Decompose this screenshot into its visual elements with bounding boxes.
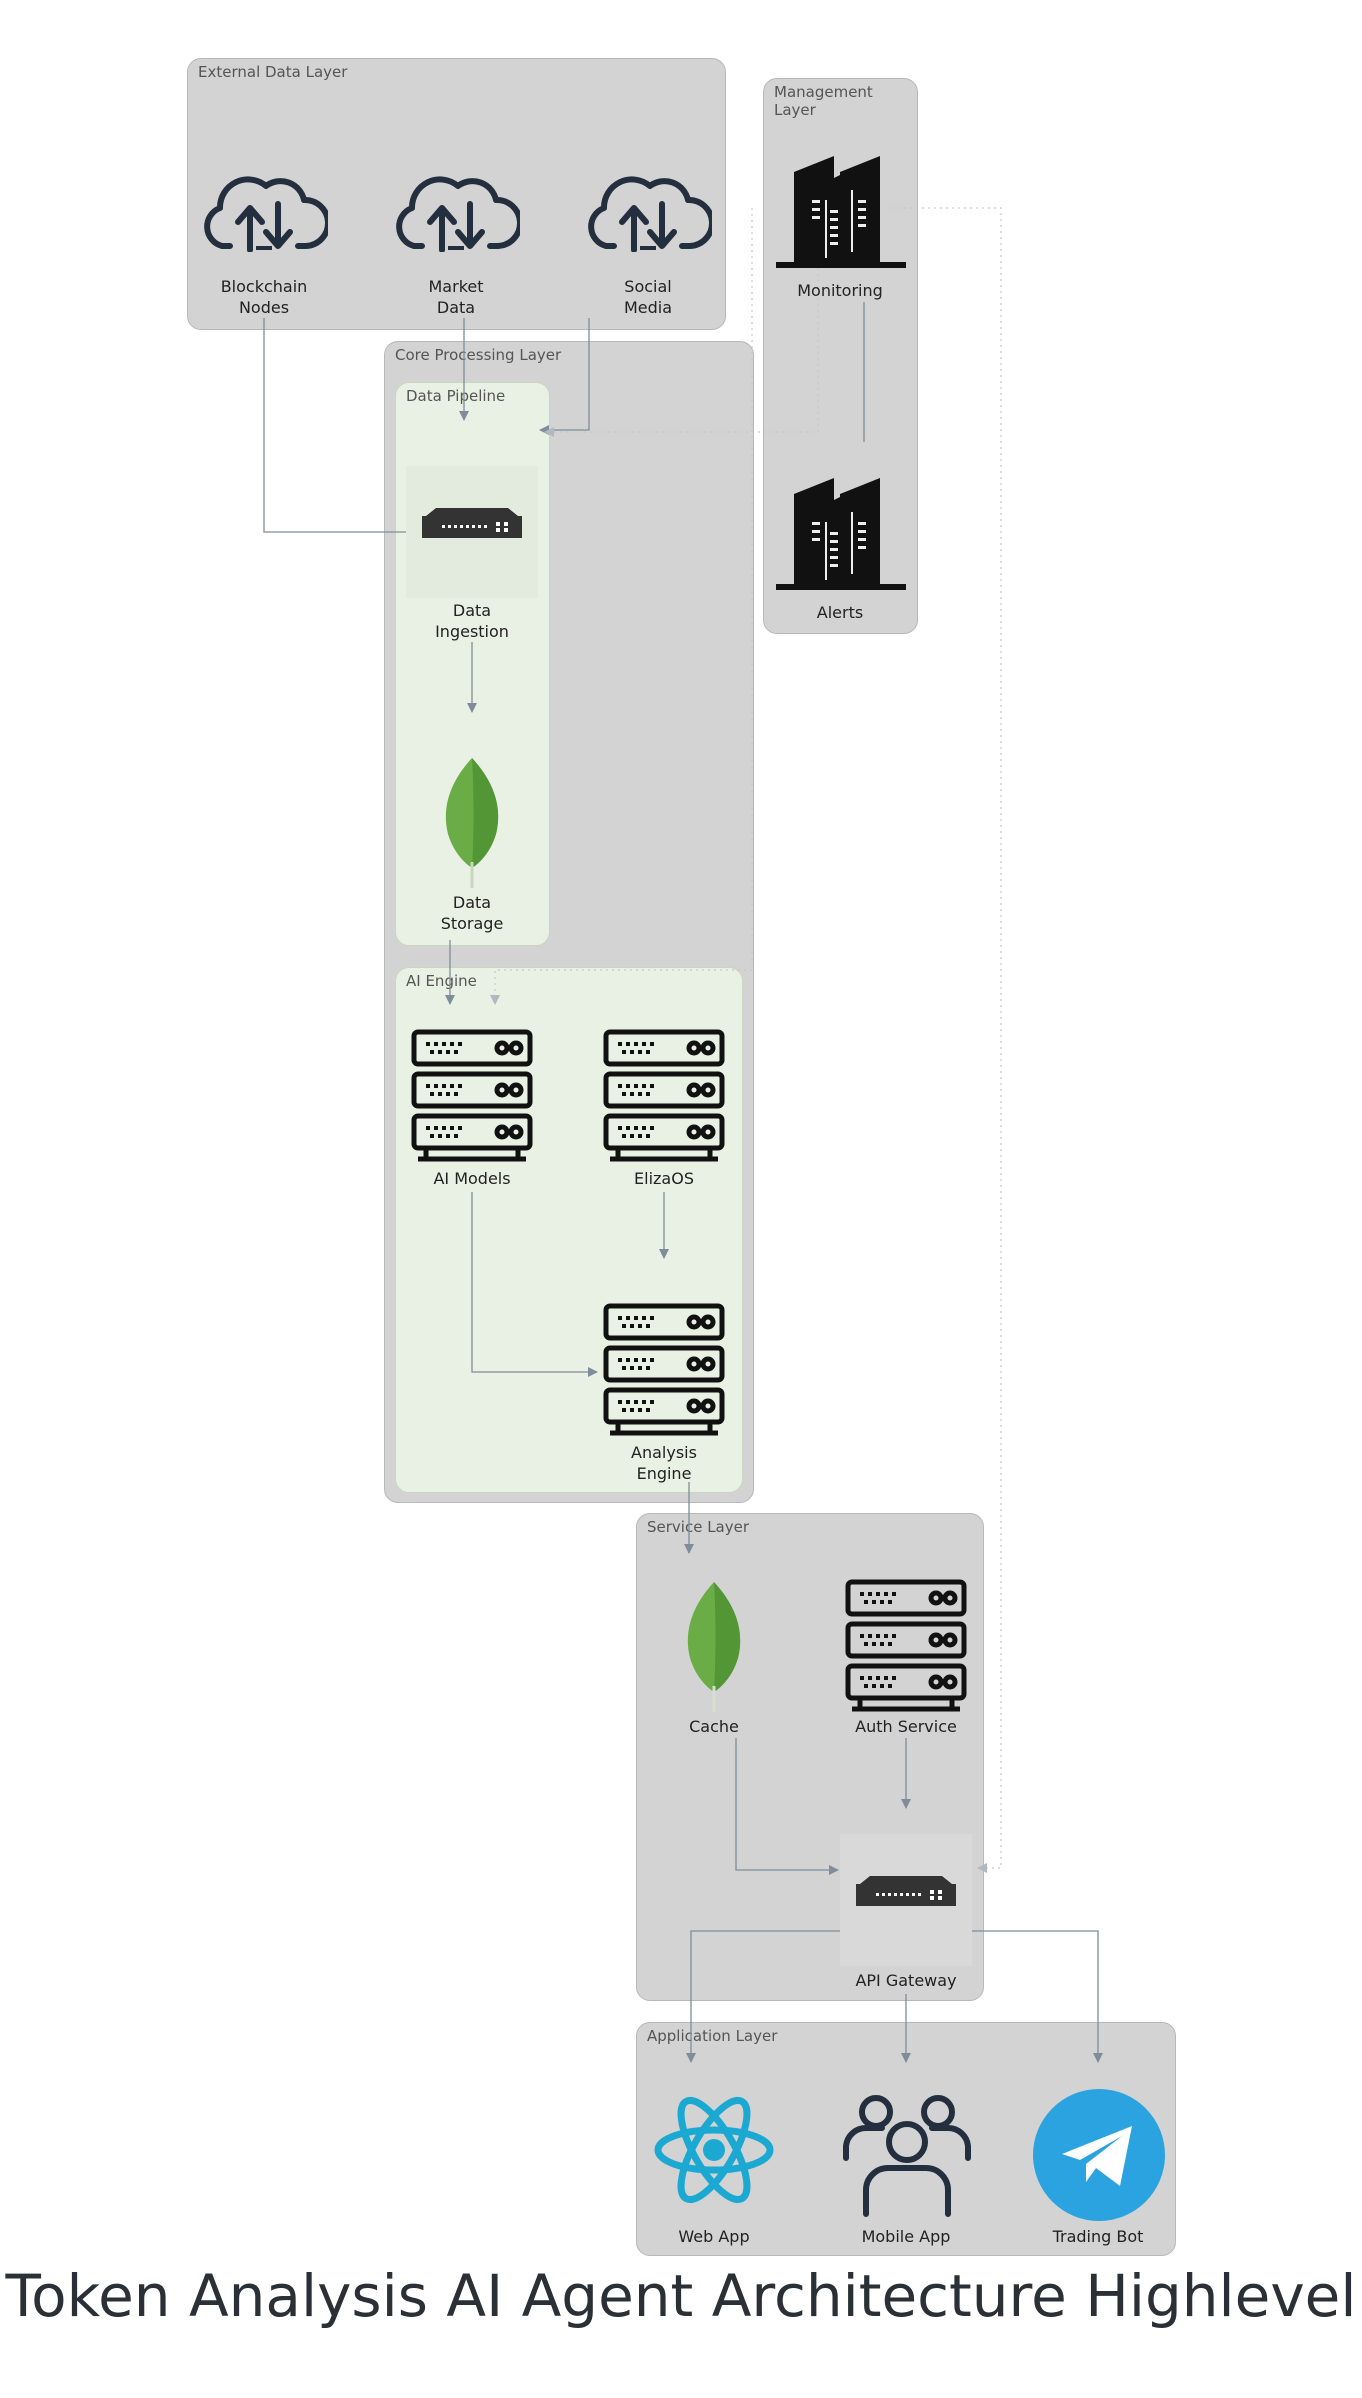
node-data-storage: Data Storage: [440, 893, 504, 933]
edge-cache-gateway: [735, 1738, 839, 1875]
diagram-title: Token Analysis AI Agent Architecture Hig…: [5, 2262, 1357, 2330]
core-processing-layer-label: Core Processing Layer: [395, 346, 562, 364]
external-data-layer-label: External Data Layer: [198, 63, 348, 81]
react-icon: [654, 2096, 774, 2204]
node-cache: Cache: [689, 1717, 739, 1736]
cloud-sync-icon: [204, 176, 328, 252]
server-rack-icon: [603, 1029, 725, 1162]
application-layer-label: Application Layer: [647, 2027, 778, 2045]
cloud-sync-icon: [588, 176, 712, 252]
cloud-sync-icon: [396, 176, 520, 252]
edge-blockchain-ingestion: [263, 318, 448, 537]
ai-engine-label: AI Engine: [406, 972, 477, 990]
mongodb-leaf-icon: [687, 1582, 741, 1712]
edge-gateway-trading: [972, 1930, 1103, 2063]
node-alerts: Alerts: [816, 603, 864, 622]
users-icon: [843, 2095, 971, 2217]
mongodb-leaf-icon: [445, 758, 499, 888]
node-monitoring: Monitoring: [797, 281, 883, 300]
node-ai-models: AI Models: [433, 1169, 511, 1188]
edge-aimodels-analysis: [471, 1192, 598, 1377]
management-layer-label: Management Layer: [774, 83, 873, 119]
server-rack-icon: [603, 1303, 725, 1436]
external-data-layer: External Data Layer: [187, 58, 726, 330]
telegram-icon: [1033, 2089, 1165, 2221]
node-auth-service: Auth Service: [855, 1717, 957, 1736]
edge-management-pipeline: [544, 208, 819, 437]
node-analysis-engine: Analysis Engine: [631, 1443, 697, 1483]
node-social-media: Social Media: [623, 277, 673, 317]
node-mobile-app: Mobile App: [861, 2227, 951, 2246]
edge-gateway-webapp: [686, 1930, 840, 2063]
edge-social-pipeline: [539, 318, 590, 435]
node-web-app: Web App: [678, 2227, 750, 2246]
node-blockchain-nodes: Blockchain Nodes: [220, 277, 308, 317]
node-data-ingestion: Data Ingestion: [435, 601, 509, 641]
node-market-data: Market Data: [428, 277, 484, 317]
service-layer-label: Service Layer: [647, 1518, 750, 1536]
edge-monitoring-gateway: [892, 207, 1002, 1873]
node-api-gateway: API Gateway: [855, 1971, 957, 1990]
factory-icon: [776, 478, 906, 590]
node-trading-bot: Trading Bot: [1052, 2227, 1144, 2246]
node-elizaos: ElizaOS: [634, 1169, 694, 1188]
ai-engine: AI Engine: [395, 967, 743, 1493]
factory-icon: [776, 156, 906, 268]
network-switch-icon: [840, 1834, 972, 1966]
data-pipeline-label: Data Pipeline: [406, 387, 506, 405]
server-rack-icon: [411, 1029, 533, 1162]
network-switch-icon: [406, 466, 538, 598]
server-rack-icon: [845, 1579, 967, 1712]
